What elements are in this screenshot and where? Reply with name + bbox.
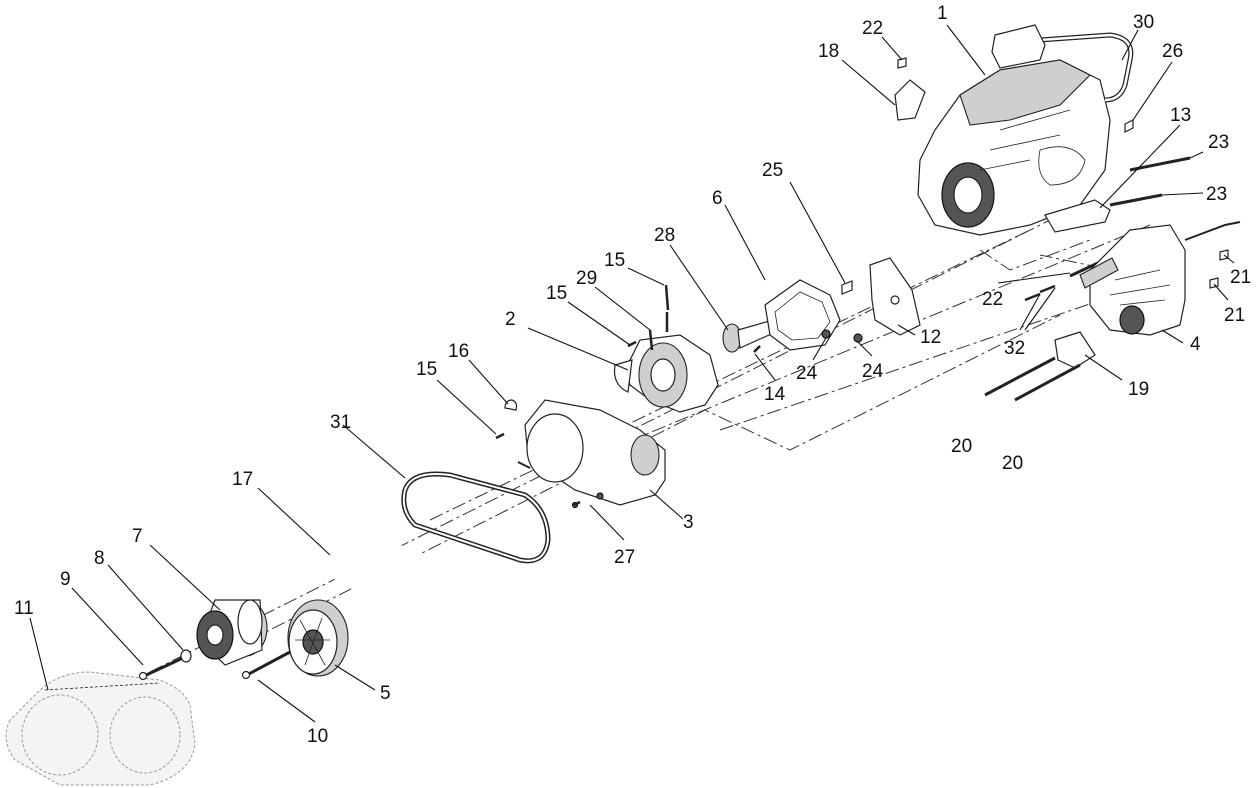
callout-20b: 20 (1002, 453, 1023, 474)
callout-27: 27 (614, 547, 635, 568)
part-15-screw-mid (627, 340, 637, 348)
part-6-drive-plate (764, 279, 841, 351)
part-25-bolt (841, 280, 853, 295)
part-8-washer (180, 649, 192, 663)
callout-30: 30 (1133, 12, 1154, 33)
part-27-screw (573, 500, 581, 507)
callout-7: 7 (132, 526, 143, 547)
callout-20a: 20 (951, 436, 972, 457)
callout-14: 14 (764, 384, 786, 405)
part-7-drive-clutch (196, 599, 268, 666)
callout-16: 16 (448, 341, 469, 362)
callout-15-lower: 15 (416, 359, 437, 380)
callout-17: 17 (232, 469, 253, 490)
leader-lines (29, 24, 1235, 723)
callout-5: 5 (380, 683, 391, 704)
callout-22-upper: 22 (862, 18, 883, 39)
part-11-belt-cover (5, 671, 196, 786)
callout-2: 2 (505, 309, 516, 330)
callout-31: 31 (330, 412, 351, 433)
callout-15-mid: 15 (546, 283, 567, 304)
part-24-nut-a (821, 329, 831, 339)
part-17-drive-belt (328, 544, 442, 618)
callout-13: 13 (1170, 105, 1191, 126)
part-23-long-bolt-b (1109, 193, 1163, 207)
callout-3: 3 (683, 512, 694, 533)
callout-18: 18 (818, 41, 839, 62)
callout-32: 32 (1004, 338, 1025, 359)
part-29-pin (648, 329, 654, 351)
callout-25: 25 (762, 160, 783, 181)
callout-19: 19 (1128, 379, 1149, 400)
part-22-screw-upper (897, 57, 907, 69)
part-15-screw-lower (495, 432, 505, 440)
part-9-bolt (138, 655, 186, 681)
part-24-nut-b (853, 333, 863, 343)
part-32-stud (1024, 284, 1056, 302)
callout-labels: 1 2 3 4 5 6 7 8 9 10 11 12 13 14 15 15 1… (14, 3, 1251, 747)
part-18-bracket (894, 79, 926, 121)
callout-8: 8 (94, 548, 105, 569)
part-20-long-bolt-a (984, 356, 1056, 397)
callout-23a: 23 (1208, 132, 1229, 153)
callout-11: 11 (14, 598, 34, 619)
part-23-long-bolt-a (1129, 156, 1191, 172)
callout-6: 6 (712, 188, 723, 209)
part-26-bolt (1124, 119, 1134, 133)
callout-29: 29 (576, 268, 597, 289)
part-12-mount-bracket (869, 257, 921, 336)
callout-24b: 24 (862, 361, 884, 382)
callout-15-upper: 15 (604, 250, 625, 271)
callout-21b: 21 (1224, 305, 1245, 326)
assembly-axes (149, 204, 1162, 673)
callout-22-lower: 22 (982, 289, 1003, 310)
callout-10: 10 (307, 726, 328, 747)
part-5-driven-clutch (287, 599, 349, 677)
callout-28: 28 (654, 225, 675, 246)
part-19-support-bracket (1054, 331, 1096, 369)
callout-12: 12 (920, 327, 941, 348)
callout-24a: 24 (796, 363, 818, 384)
part-13-plate (1044, 199, 1111, 233)
part-3-inner-cover (517, 399, 666, 509)
part-14-bolt (753, 345, 761, 353)
part-1-engine (917, 59, 1111, 236)
part-31-drive-belt (401, 471, 551, 564)
callout-1: 1 (937, 3, 948, 24)
part-30-exhaust (991, 24, 1134, 103)
part-20-long-bolt-b (1014, 363, 1081, 402)
callout-21a: 21 (1230, 267, 1251, 288)
part-2-clutch-housing (613, 312, 719, 413)
callout-9: 9 (60, 569, 71, 590)
part-4-transaxle (1079, 221, 1241, 336)
part-10-bolt (241, 650, 291, 680)
callout-4: 4 (1190, 334, 1201, 355)
part-16-clip (504, 399, 518, 411)
callout-23b: 23 (1206, 184, 1227, 205)
callout-26: 26 (1162, 41, 1183, 62)
part-15-screw-upper (664, 284, 670, 311)
